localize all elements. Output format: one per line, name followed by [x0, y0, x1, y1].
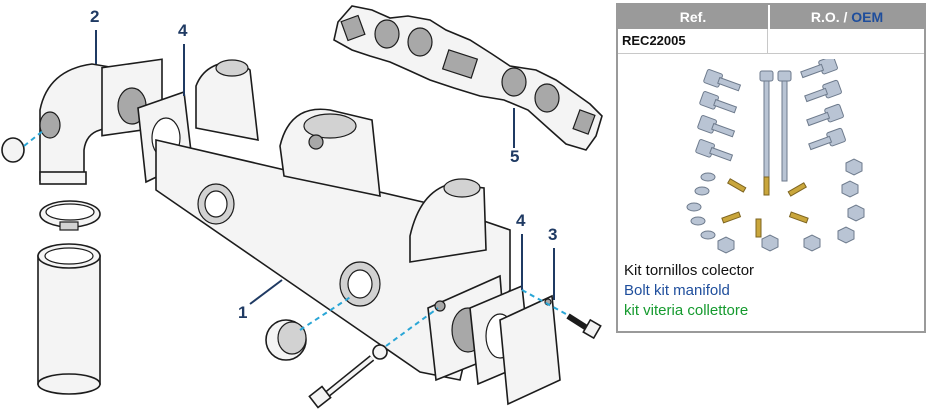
header-oem-label: OEM	[851, 9, 884, 25]
header-ro-label: R.O. /	[810, 9, 848, 25]
hose-clamp-drawing	[39, 200, 101, 231]
callout-1: 1	[238, 303, 247, 322]
header-ro-oem: R.O. / OEM	[770, 5, 924, 29]
washer-drawing	[372, 344, 388, 360]
oem-code	[768, 29, 924, 53]
exploded-parts-diagram: 5 2 4	[1, 5, 603, 409]
small-bolt-drawing	[566, 313, 602, 340]
panel-row: REC22005	[618, 29, 924, 54]
long-bolt-drawing	[308, 355, 375, 409]
reference-panel: Ref. R.O. / OEM REC22005	[616, 3, 926, 333]
header-ref: Ref.	[618, 5, 770, 29]
callout-2: 2	[90, 7, 99, 26]
ref-code: REC22005	[618, 29, 768, 53]
callout-4-left: 4	[178, 21, 188, 40]
hose-drawing	[37, 243, 101, 395]
description-italian: kit viteria collettore	[624, 302, 749, 319]
description-english: Bolt kit manifold	[624, 282, 730, 299]
manifold-1-drawing	[155, 59, 511, 382]
cap-drawing	[265, 319, 307, 361]
callout-3: 3	[548, 225, 557, 244]
panel-header: Ref. R.O. / OEM	[618, 5, 924, 29]
plug-drawing	[1, 137, 25, 163]
cover-plate-3-drawing	[499, 294, 561, 406]
callout-4-right: 4	[516, 211, 526, 230]
description-spanish: Kit tornillos colector	[624, 262, 755, 279]
gasket-5-drawing	[333, 5, 603, 151]
bolt-kit-photo	[686, 59, 865, 254]
callout-5: 5	[510, 147, 519, 166]
